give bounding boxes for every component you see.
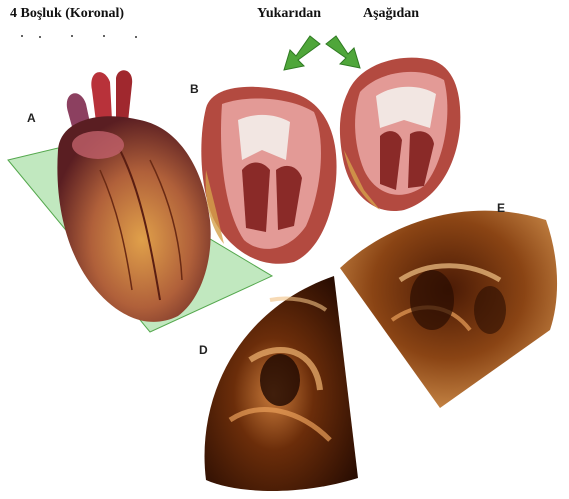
- panel-b-section-top: [201, 87, 336, 264]
- panel-label-d: D: [199, 343, 208, 357]
- green-arrow-right: [326, 36, 360, 68]
- panel-label-b: B: [190, 82, 199, 96]
- panel-label-e: E: [497, 201, 505, 215]
- green-arrow-left: [284, 36, 320, 70]
- header-dots: [21, 35, 137, 38]
- panel-d-echo: [205, 276, 358, 491]
- panel-e-echo: [340, 211, 557, 408]
- panel-label-a: A: [27, 111, 36, 125]
- panel-c-section-bottom: [340, 58, 460, 211]
